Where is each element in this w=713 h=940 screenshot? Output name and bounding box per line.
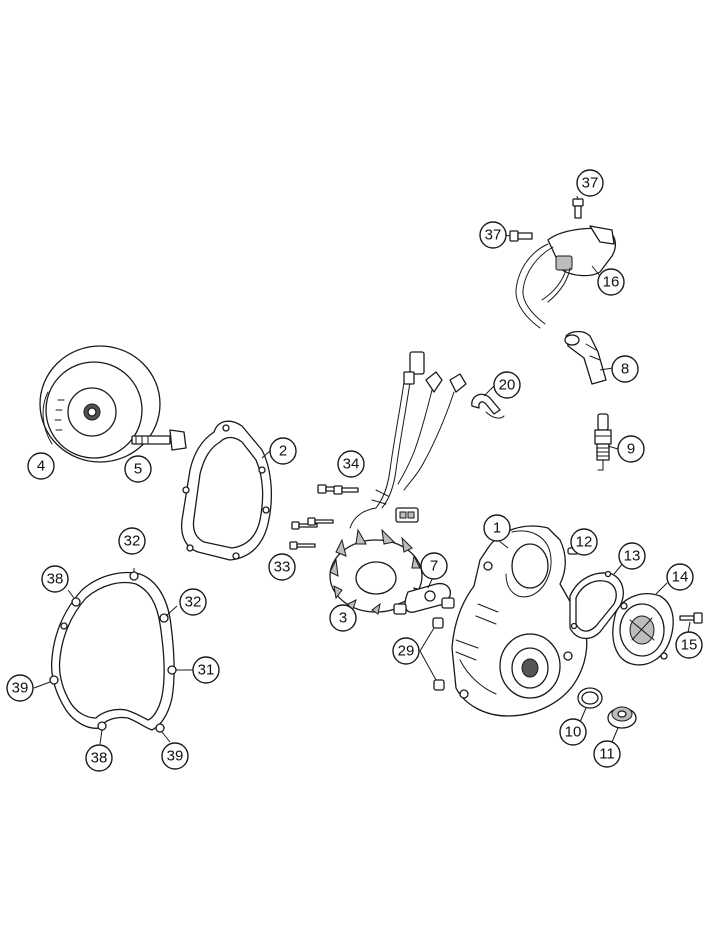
stator-wiring-harness bbox=[349, 351, 467, 529]
callout-1: 1 bbox=[483, 514, 511, 542]
callout-2: 2 bbox=[269, 437, 297, 465]
callout-12: 12 bbox=[570, 528, 598, 556]
callout-29: 29 bbox=[392, 637, 420, 665]
callout-20: 20 bbox=[493, 371, 521, 399]
callout-39-left: 39 bbox=[6, 674, 34, 702]
callout-37-left: 37 bbox=[479, 221, 507, 249]
stator-bolt-33-a bbox=[291, 521, 318, 530]
callout-label: 34 bbox=[343, 456, 360, 473]
callout-label: 37 bbox=[582, 175, 599, 192]
callout-label: 39 bbox=[12, 680, 29, 697]
cover-bolt-15 bbox=[679, 612, 703, 624]
callout-label: 11 bbox=[599, 746, 615, 763]
stator-bolt-33-b bbox=[307, 517, 334, 526]
stator-coil bbox=[329, 528, 423, 615]
callout-label: 10 bbox=[565, 724, 582, 741]
callout-14: 14 bbox=[666, 563, 694, 591]
callout-13: 13 bbox=[618, 542, 646, 570]
callout-label: 32 bbox=[185, 594, 202, 611]
dowel-pin-lower bbox=[433, 679, 445, 691]
spark-plug bbox=[594, 413, 612, 471]
flywheel-bolt bbox=[131, 429, 187, 451]
callout-label: 16 bbox=[603, 274, 620, 291]
callout-label: 31 bbox=[198, 662, 215, 679]
callout-label: 3 bbox=[339, 610, 347, 627]
coil-bolt-left bbox=[509, 230, 533, 242]
callout-label: 15 bbox=[681, 637, 698, 654]
callout-32-top: 32 bbox=[118, 527, 146, 555]
callout-label: 37 bbox=[485, 227, 502, 244]
stator-bolt-34-b bbox=[333, 485, 359, 495]
dowel-pin-upper bbox=[432, 617, 444, 629]
small-cover-gasket bbox=[569, 570, 624, 639]
ignition-coil bbox=[515, 225, 617, 329]
callout-11: 11 bbox=[593, 740, 621, 768]
callout-7: 7 bbox=[420, 552, 448, 580]
callout-label: 39 bbox=[167, 748, 184, 765]
callout-label: 9 bbox=[627, 441, 635, 458]
callout-4: 4 bbox=[27, 452, 55, 480]
callout-label: 38 bbox=[47, 571, 64, 588]
callout-label: 1 bbox=[493, 520, 501, 537]
small-cover bbox=[612, 593, 674, 666]
callout-32-right: 32 bbox=[179, 588, 207, 616]
callout-38-top: 38 bbox=[41, 565, 69, 593]
callout-label: 5 bbox=[134, 461, 142, 478]
pickup-bracket bbox=[393, 582, 455, 615]
callout-label: 2 bbox=[279, 443, 287, 460]
callout-label: 4 bbox=[37, 458, 45, 475]
callout-15: 15 bbox=[675, 631, 703, 659]
stator-bolt-33-c bbox=[289, 541, 316, 550]
callout-33: 33 bbox=[268, 553, 296, 581]
callout-39-bottom: 39 bbox=[161, 742, 189, 770]
callout-label: 7 bbox=[430, 558, 438, 575]
callout-34: 34 bbox=[337, 450, 365, 478]
callout-label: 20 bbox=[499, 377, 516, 394]
callout-3: 3 bbox=[329, 604, 357, 632]
coil-bolt-upper bbox=[572, 198, 584, 219]
callout-37-top: 37 bbox=[576, 169, 604, 197]
callout-label: 12 bbox=[576, 534, 593, 551]
cover-gasket bbox=[180, 420, 272, 561]
callout-31: 31 bbox=[192, 656, 220, 684]
generator-cover bbox=[451, 525, 588, 717]
callout-9: 9 bbox=[617, 435, 645, 463]
callout-label: 8 bbox=[621, 361, 629, 378]
callout-5: 5 bbox=[124, 455, 152, 483]
callout-10: 10 bbox=[559, 718, 587, 746]
screw-plug bbox=[607, 706, 637, 729]
spark-plug-cap bbox=[564, 330, 607, 385]
callout-label: 38 bbox=[91, 750, 108, 767]
flywheel-rotor bbox=[39, 345, 161, 463]
callout-16: 16 bbox=[597, 268, 625, 296]
callout-label: 13 bbox=[624, 548, 641, 565]
callout-label: 14 bbox=[672, 569, 689, 586]
cable-tie bbox=[471, 393, 505, 419]
outer-cover-gasket bbox=[49, 571, 177, 733]
callout-8: 8 bbox=[611, 355, 639, 383]
callout-label: 32 bbox=[124, 533, 141, 550]
callout-label: 33 bbox=[274, 559, 291, 576]
o-ring bbox=[577, 687, 603, 709]
callout-label: 29 bbox=[398, 643, 415, 660]
callout-38-bottom: 38 bbox=[85, 744, 113, 772]
